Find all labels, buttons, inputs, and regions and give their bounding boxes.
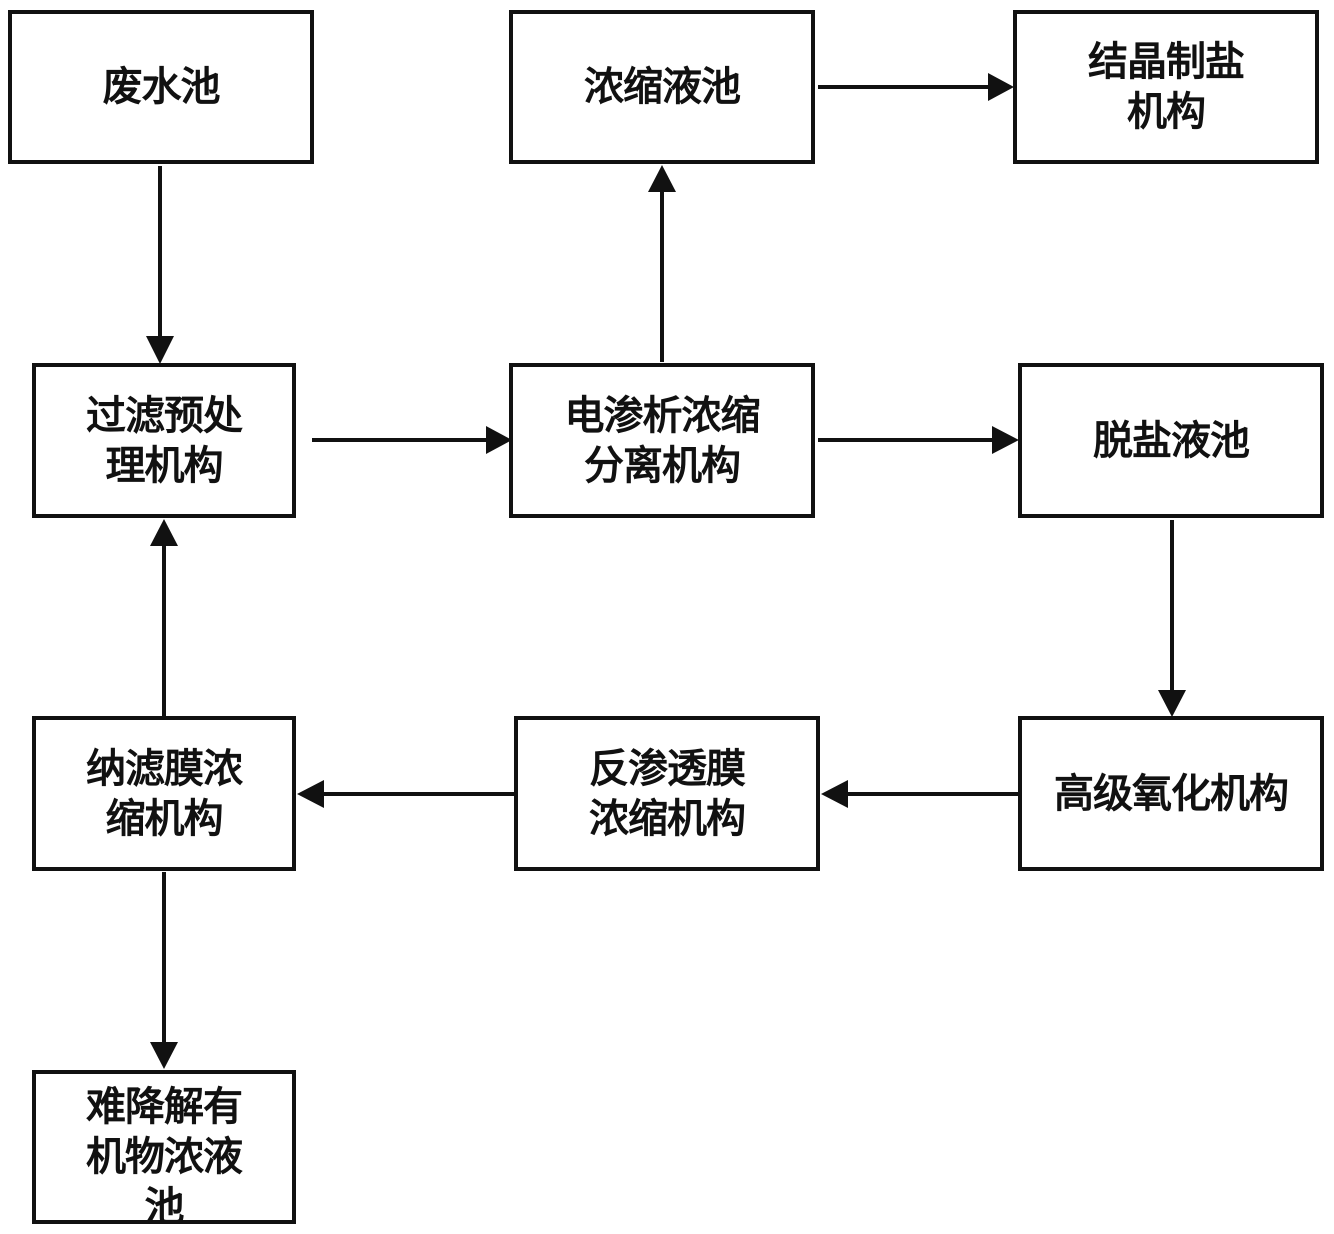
node-wastewater-pool: 废水池	[8, 10, 314, 164]
node-filter-pretreatment: 过滤预处 理机构	[32, 363, 296, 518]
arrowhead-electrodialysis-to-concentrate	[648, 165, 676, 192]
node-label: 高级氧化机构	[1054, 770, 1289, 817]
node-advanced-oxidation: 高级氧化机构	[1018, 716, 1324, 871]
node-concentrate-pool: 浓缩液池	[509, 10, 815, 164]
node-desalted-pool: 脱盐液池	[1018, 363, 1324, 518]
node-label: 难降解有 机物浓液 池	[86, 1084, 243, 1230]
arrowhead-nf-to-organic	[150, 1042, 178, 1069]
arrowhead-concentrate-to-crystal	[988, 73, 1014, 101]
node-electrodialysis: 电渗析浓缩 分离机构	[509, 363, 815, 518]
arrowhead-aop-to-ro	[821, 780, 848, 808]
arrowhead-ro-to-nf	[297, 780, 324, 808]
arrowhead-filter-to-electrodialysis	[486, 426, 512, 454]
node-nanofiltration: 纳滤膜浓 缩机构	[32, 716, 296, 871]
node-label: 脱盐液池	[1093, 417, 1250, 464]
node-organic-concentrate-pool: 难降解有 机物浓液 池	[32, 1070, 296, 1230]
node-label: 电渗析浓缩 分离机构	[564, 392, 761, 489]
node-label: 废水池	[102, 64, 221, 110]
node-label: 反渗透膜 浓缩机构	[589, 745, 746, 842]
node-label: 浓缩液池	[584, 64, 741, 110]
node-label: 纳滤膜浓 缩机构	[86, 745, 243, 842]
node-crystallization: 结晶制盐 机构	[1013, 10, 1319, 164]
arrowhead-wastewater-to-filter	[146, 336, 174, 364]
arrowhead-desalted-to-aop	[1158, 690, 1186, 717]
node-reverse-osmosis: 反渗透膜 浓缩机构	[514, 716, 820, 871]
arrowhead-nf-to-filter	[150, 519, 178, 546]
arrowhead-electrodialysis-to-desalted	[992, 426, 1019, 454]
node-label: 过滤预处 理机构	[86, 392, 243, 489]
node-label: 结晶制盐 机构	[1088, 39, 1245, 135]
